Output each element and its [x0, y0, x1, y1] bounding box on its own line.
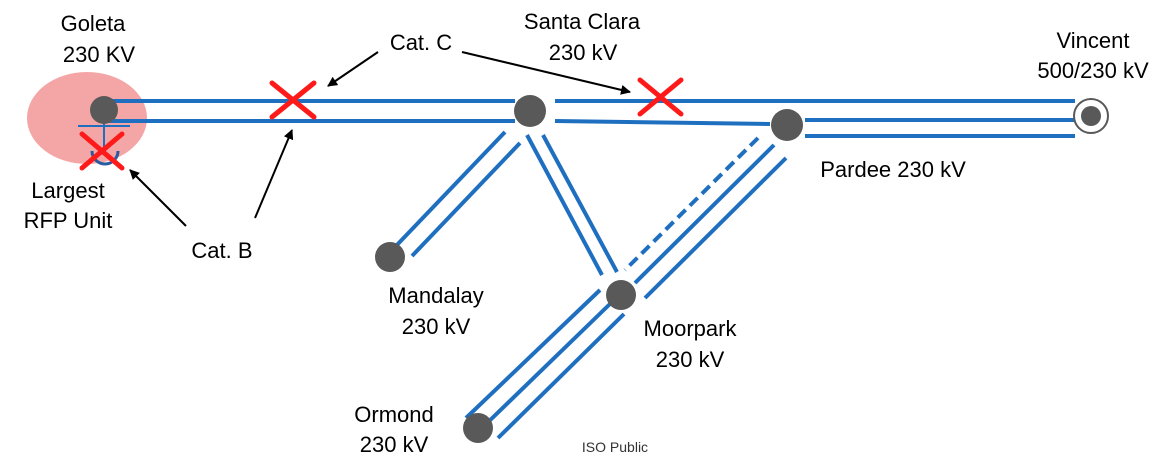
- line-pardee-moorpark-1: [633, 143, 776, 285]
- pardee-node: [771, 109, 803, 141]
- ormond-voltage: 230 kV: [360, 432, 429, 457]
- substation-nodes: [90, 95, 803, 443]
- vincent-node: [1081, 106, 1101, 126]
- line-pardee-moorpark-dashed: [623, 136, 760, 272]
- line-santaclara-moorpark-2: [541, 134, 619, 273]
- largest-unit-label-2: RFP Unit: [24, 208, 113, 233]
- transmission-lines: [105, 99, 1075, 440]
- line-santaclara-pardee: [554, 119, 771, 126]
- line-moorpark-ormond-1: [464, 288, 602, 420]
- outage-cross-goleta-santaclara: [269, 80, 317, 120]
- ormond-node: [463, 413, 493, 443]
- goleta-highlight: [27, 72, 147, 164]
- labels: Goleta 230 KV Santa Clara 230 kV Vincent…: [24, 9, 1149, 457]
- line-moorpark-ormond-2: [480, 300, 614, 430]
- vincent-name: Vincent: [1057, 28, 1130, 53]
- moorpark-node: [606, 280, 636, 310]
- mandalay-node: [375, 242, 405, 272]
- moorpark-voltage: 230 kV: [656, 347, 725, 372]
- vincent-voltage: 500/230 kV: [1037, 58, 1149, 83]
- annotation-arrows: [129, 51, 631, 227]
- mandalay-name: Mandalay: [388, 283, 483, 308]
- outage-cross-goleta-unit: [79, 131, 125, 171]
- arrow-catc-right: [461, 51, 631, 95]
- cat-b-label: Cat. B: [191, 238, 252, 263]
- moorpark-name: Moorpark: [644, 316, 738, 341]
- outage-cross-santaclara-vincent: [637, 77, 684, 117]
- goleta-voltage: 230 KV: [63, 42, 135, 67]
- outage-marks: [79, 77, 684, 171]
- santa-clara-name: Santa Clara: [524, 9, 641, 34]
- arrow-catc-left: [327, 51, 379, 87]
- goleta-name: Goleta: [61, 11, 127, 36]
- line-santaclara-moorpark-1: [525, 134, 604, 276]
- line-santaclara-mandalay-1: [393, 130, 507, 249]
- line-pardee-moorpark-2: [643, 156, 788, 300]
- footer-classification: ISO Public: [582, 439, 648, 455]
- pardee-label: Pardee 230 kV: [820, 157, 966, 182]
- santa-clara-voltage: 230 kV: [549, 40, 618, 65]
- line-santaclara-mandalay-2: [410, 141, 522, 258]
- mandalay-voltage: 230 kV: [402, 314, 471, 339]
- largest-unit-label-1: Largest: [31, 178, 104, 203]
- arrow-catb-unit: [129, 169, 187, 227]
- santa-clara-node: [514, 95, 546, 127]
- arrow-catb-line: [254, 129, 294, 219]
- line-moorpark-ormond-3: [496, 312, 626, 440]
- cat-c-label: Cat. C: [390, 30, 452, 55]
- goleta-node: [90, 96, 118, 124]
- ormond-name: Ormond: [354, 402, 433, 427]
